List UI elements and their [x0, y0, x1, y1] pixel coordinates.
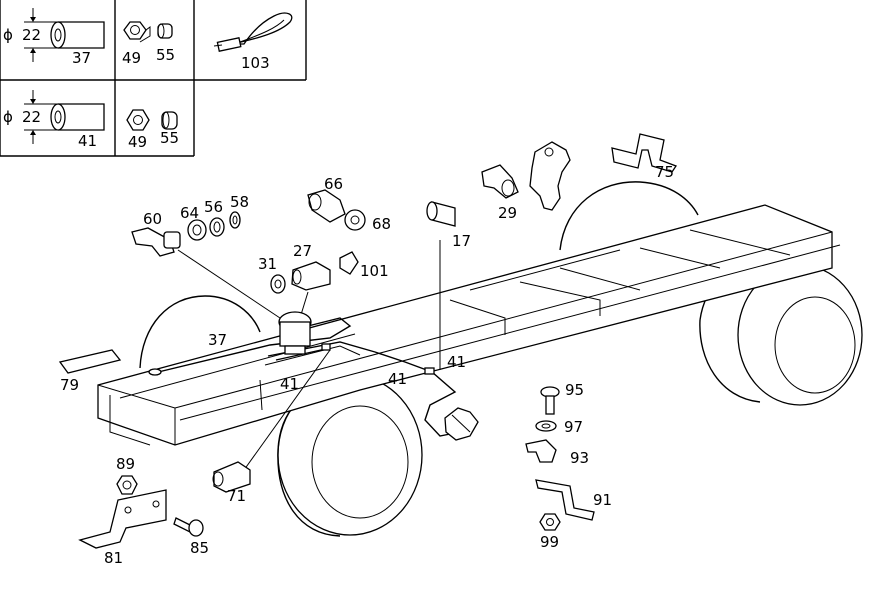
- nut-89: [116, 475, 138, 495]
- nut-icon: [126, 109, 150, 131]
- diameter-symbol: ϕ: [3, 108, 13, 126]
- nut-icon: [123, 21, 151, 43]
- callout-66: 66: [324, 175, 343, 193]
- legend-part-55: 55: [156, 46, 175, 64]
- nut-99: [539, 513, 561, 531]
- bracket-75: [611, 133, 677, 173]
- callout-31: 31: [258, 255, 277, 273]
- callout-85: 85: [190, 539, 209, 557]
- legend-part-49: 49: [122, 49, 141, 67]
- elbow-fitting-60: [131, 227, 181, 257]
- diameter-value: 22: [22, 108, 41, 126]
- callout-56: 56: [204, 198, 223, 216]
- tee-connector: [529, 141, 571, 211]
- callout-41: 41: [280, 375, 299, 393]
- callout-41: 41: [447, 353, 466, 371]
- truck-chassis: [97, 181, 863, 537]
- callout-99: 99: [540, 533, 559, 551]
- valve-assembly: [278, 311, 312, 355]
- callout-labels: 60 64 56 58 66 68 17 29 75 31 27 101 37 …: [60, 163, 674, 567]
- callout-91: 91: [593, 491, 612, 509]
- callout-93: 93: [570, 449, 589, 467]
- callout-97: 97: [564, 418, 583, 436]
- diameter-symbol: ϕ: [3, 26, 13, 44]
- pipe-41-legend: [24, 90, 105, 144]
- callout-101: 101: [360, 262, 389, 280]
- distributor-block: [444, 407, 479, 441]
- callout-89: 89: [116, 455, 135, 473]
- bolt-95: [540, 386, 560, 415]
- washer-97: [535, 420, 557, 432]
- cable-clip-icon: [213, 12, 293, 52]
- callout-79: 79: [60, 376, 79, 394]
- bracket-79: [58, 349, 122, 374]
- clamp-93: [525, 439, 557, 463]
- nut-68: [344, 209, 366, 231]
- bracket-81: [78, 489, 167, 549]
- connector-27: [291, 261, 331, 291]
- connector-71: [212, 461, 251, 493]
- connector-66: [307, 189, 346, 223]
- callout-75: 75: [655, 163, 674, 181]
- callout-58: 58: [230, 193, 249, 211]
- callout-81: 81: [104, 549, 123, 567]
- callout-64: 64: [180, 204, 199, 222]
- sleeve-icon: [157, 23, 173, 39]
- callout-71: 71: [227, 487, 246, 505]
- callout-41: 41: [388, 370, 407, 388]
- sleeve-17: [426, 201, 456, 227]
- callout-27: 27: [293, 242, 312, 260]
- callout-68: 68: [372, 215, 391, 233]
- legend-table: ϕ 22 37 49 55 103: [0, 0, 307, 157]
- fitting-29: [481, 164, 519, 199]
- pipe-routing: [148, 240, 479, 471]
- sleeve-icon: [161, 111, 178, 130]
- diameter-value: 22: [22, 26, 41, 44]
- callout-37: 37: [208, 331, 227, 349]
- bracket-91: [535, 479, 595, 521]
- legend-part-41: 41: [78, 132, 97, 150]
- callout-17: 17: [452, 232, 471, 250]
- clip-101: [339, 251, 359, 275]
- callout-29: 29: [498, 204, 517, 222]
- washer-56: [209, 217, 225, 237]
- legend-part-37: 37: [72, 49, 91, 67]
- legend-part-103: 103: [241, 54, 270, 72]
- washer-58: [229, 211, 241, 229]
- callout-95: 95: [565, 381, 584, 399]
- nut-64: [187, 219, 207, 241]
- washer-31: [270, 274, 286, 294]
- legend-part-49: 49: [128, 133, 147, 151]
- callout-60: 60: [143, 210, 162, 228]
- legend-part-55: 55: [160, 129, 179, 147]
- pipe-37-legend: [24, 8, 105, 62]
- bolt-85: [173, 517, 204, 537]
